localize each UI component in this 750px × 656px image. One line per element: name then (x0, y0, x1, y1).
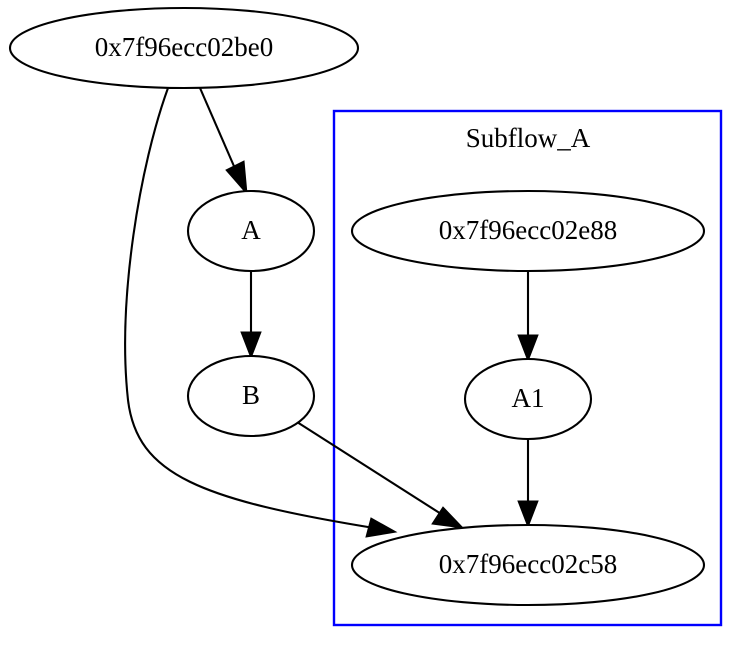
edge-e88-to-a1[interactable] (517, 271, 539, 363)
node-root[interactable]: 0x7f96ecc02be0 (8, 6, 360, 90)
node-a1-label: A1 (512, 383, 545, 413)
node-b-label: B (242, 380, 260, 410)
cluster-border-rect (332, 109, 723, 627)
edge-a-to-b-arrowhead (240, 331, 262, 360)
node-root-label: 0x7f96ecc02be0 (95, 32, 273, 62)
edge-a1-to-c58-arrowhead (517, 500, 539, 529)
edge-root-to-a[interactable] (199, 87, 248, 196)
node-c58[interactable]: 0x7f96ecc02c58 (350, 523, 706, 607)
node-a-label: A (241, 215, 261, 245)
edge-root-to-a-line (199, 87, 241, 181)
node-e88-label: 0x7f96ecc02e88 (439, 215, 617, 245)
node-root-ellipse (8, 6, 360, 90)
edge-e88-to-a1-arrowhead (517, 334, 539, 363)
edge-b-to-c58-arrowhead (431, 506, 465, 529)
edge-root-to-c58[interactable] (124, 87, 398, 538)
cluster-label-subflow-a: Subflow_A (466, 123, 591, 153)
edge-b-to-c58[interactable] (296, 421, 465, 529)
node-c58-ellipse (350, 523, 706, 607)
edge-b-to-c58-line (296, 421, 450, 520)
edge-a1-to-c58[interactable] (517, 439, 539, 529)
node-a1[interactable]: A1 (463, 357, 593, 441)
node-a1-ellipse (463, 357, 593, 441)
node-e88[interactable]: 0x7f96ecc02e88 (350, 189, 706, 273)
edge-root-to-c58-arrowhead (365, 517, 398, 538)
node-e88-ellipse (350, 189, 706, 273)
node-a-ellipse (186, 189, 316, 273)
edge-root-to-c58-line (124, 87, 381, 531)
node-b[interactable]: B (186, 354, 316, 438)
cluster-subflow-a[interactable]: Subflow_A (332, 109, 723, 627)
node-a[interactable]: A (186, 189, 316, 273)
node-c58-label: 0x7f96ecc02c58 (439, 549, 617, 579)
node-b-ellipse (186, 354, 316, 438)
edge-root-to-a-arrowhead (225, 160, 248, 196)
edge-a-to-b[interactable] (240, 271, 262, 360)
